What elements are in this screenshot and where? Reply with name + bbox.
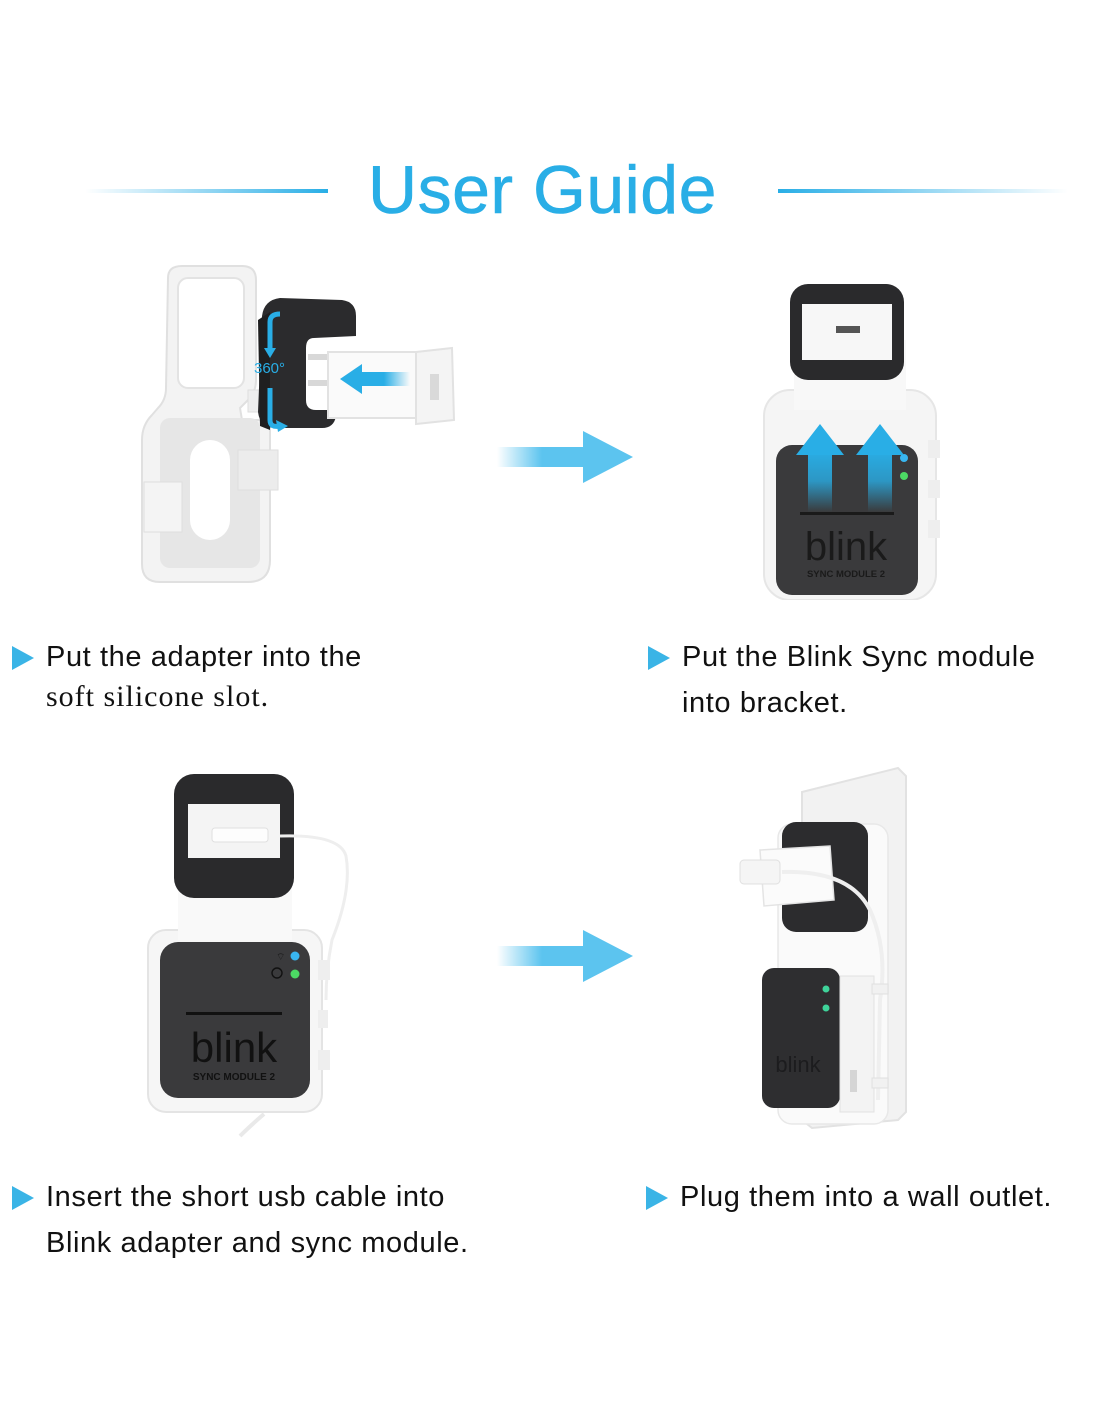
page-title: User Guide (368, 152, 717, 229)
step-2-illustration: blink SYNC MODULE 2 (763, 284, 940, 600)
bullet-triangle-icon (646, 1186, 668, 1210)
title-rule-right (778, 189, 1068, 193)
step-2-caption: Put the Blink Sync module into bracket. (648, 634, 1036, 726)
svg-text:⌔: ⌔ (276, 952, 285, 963)
step-2-line-1: Put the Blink Sync module (682, 641, 1036, 673)
step-1-illustration: 360° (141, 265, 456, 583)
header: User Guide (0, 150, 1100, 230)
step-1-line-2: soft silicone slot. (46, 680, 270, 713)
step-4-line-1: Plug them into a wall outlet. (680, 1181, 1053, 1213)
right-arrow-icon (497, 930, 633, 982)
rotation-badge: 360° (254, 360, 285, 377)
step-2-line-2: into bracket. (682, 687, 848, 719)
step-3-illustration: ⌔ blink SYNC MODULE 2 (147, 774, 349, 1138)
step-1-line-1: Put the adapter into the (46, 641, 362, 673)
sync-module (160, 942, 310, 1098)
step-3-line-2: Blink adapter and sync module. (46, 1227, 469, 1259)
bullet-triangle-icon (648, 646, 670, 670)
step-3-caption: Insert the short usb cable into Blink ad… (12, 1174, 469, 1266)
svg-text:blink: blink (775, 1052, 821, 1077)
svg-text:SYNC MODULE 2: SYNC MODULE 2 (807, 569, 885, 580)
title-rule-left (85, 189, 328, 193)
sync-module (762, 968, 840, 1108)
svg-text:blink: blink (191, 1024, 278, 1071)
bullet-triangle-icon (12, 1186, 34, 1210)
svg-text:SYNC MODULE 2: SYNC MODULE 2 (193, 1072, 276, 1083)
step-1-caption: Put the adapter into the soft silicone s… (12, 634, 362, 720)
right-arrow-icon (497, 431, 633, 483)
step-4-illustration: blink (739, 766, 907, 1130)
svg-text:blink: blink (805, 525, 888, 569)
step-3-line-1: Insert the short usb cable into (46, 1181, 446, 1213)
step-4-caption: Plug them into a wall outlet. (646, 1174, 1053, 1220)
bullet-triangle-icon (12, 646, 34, 670)
